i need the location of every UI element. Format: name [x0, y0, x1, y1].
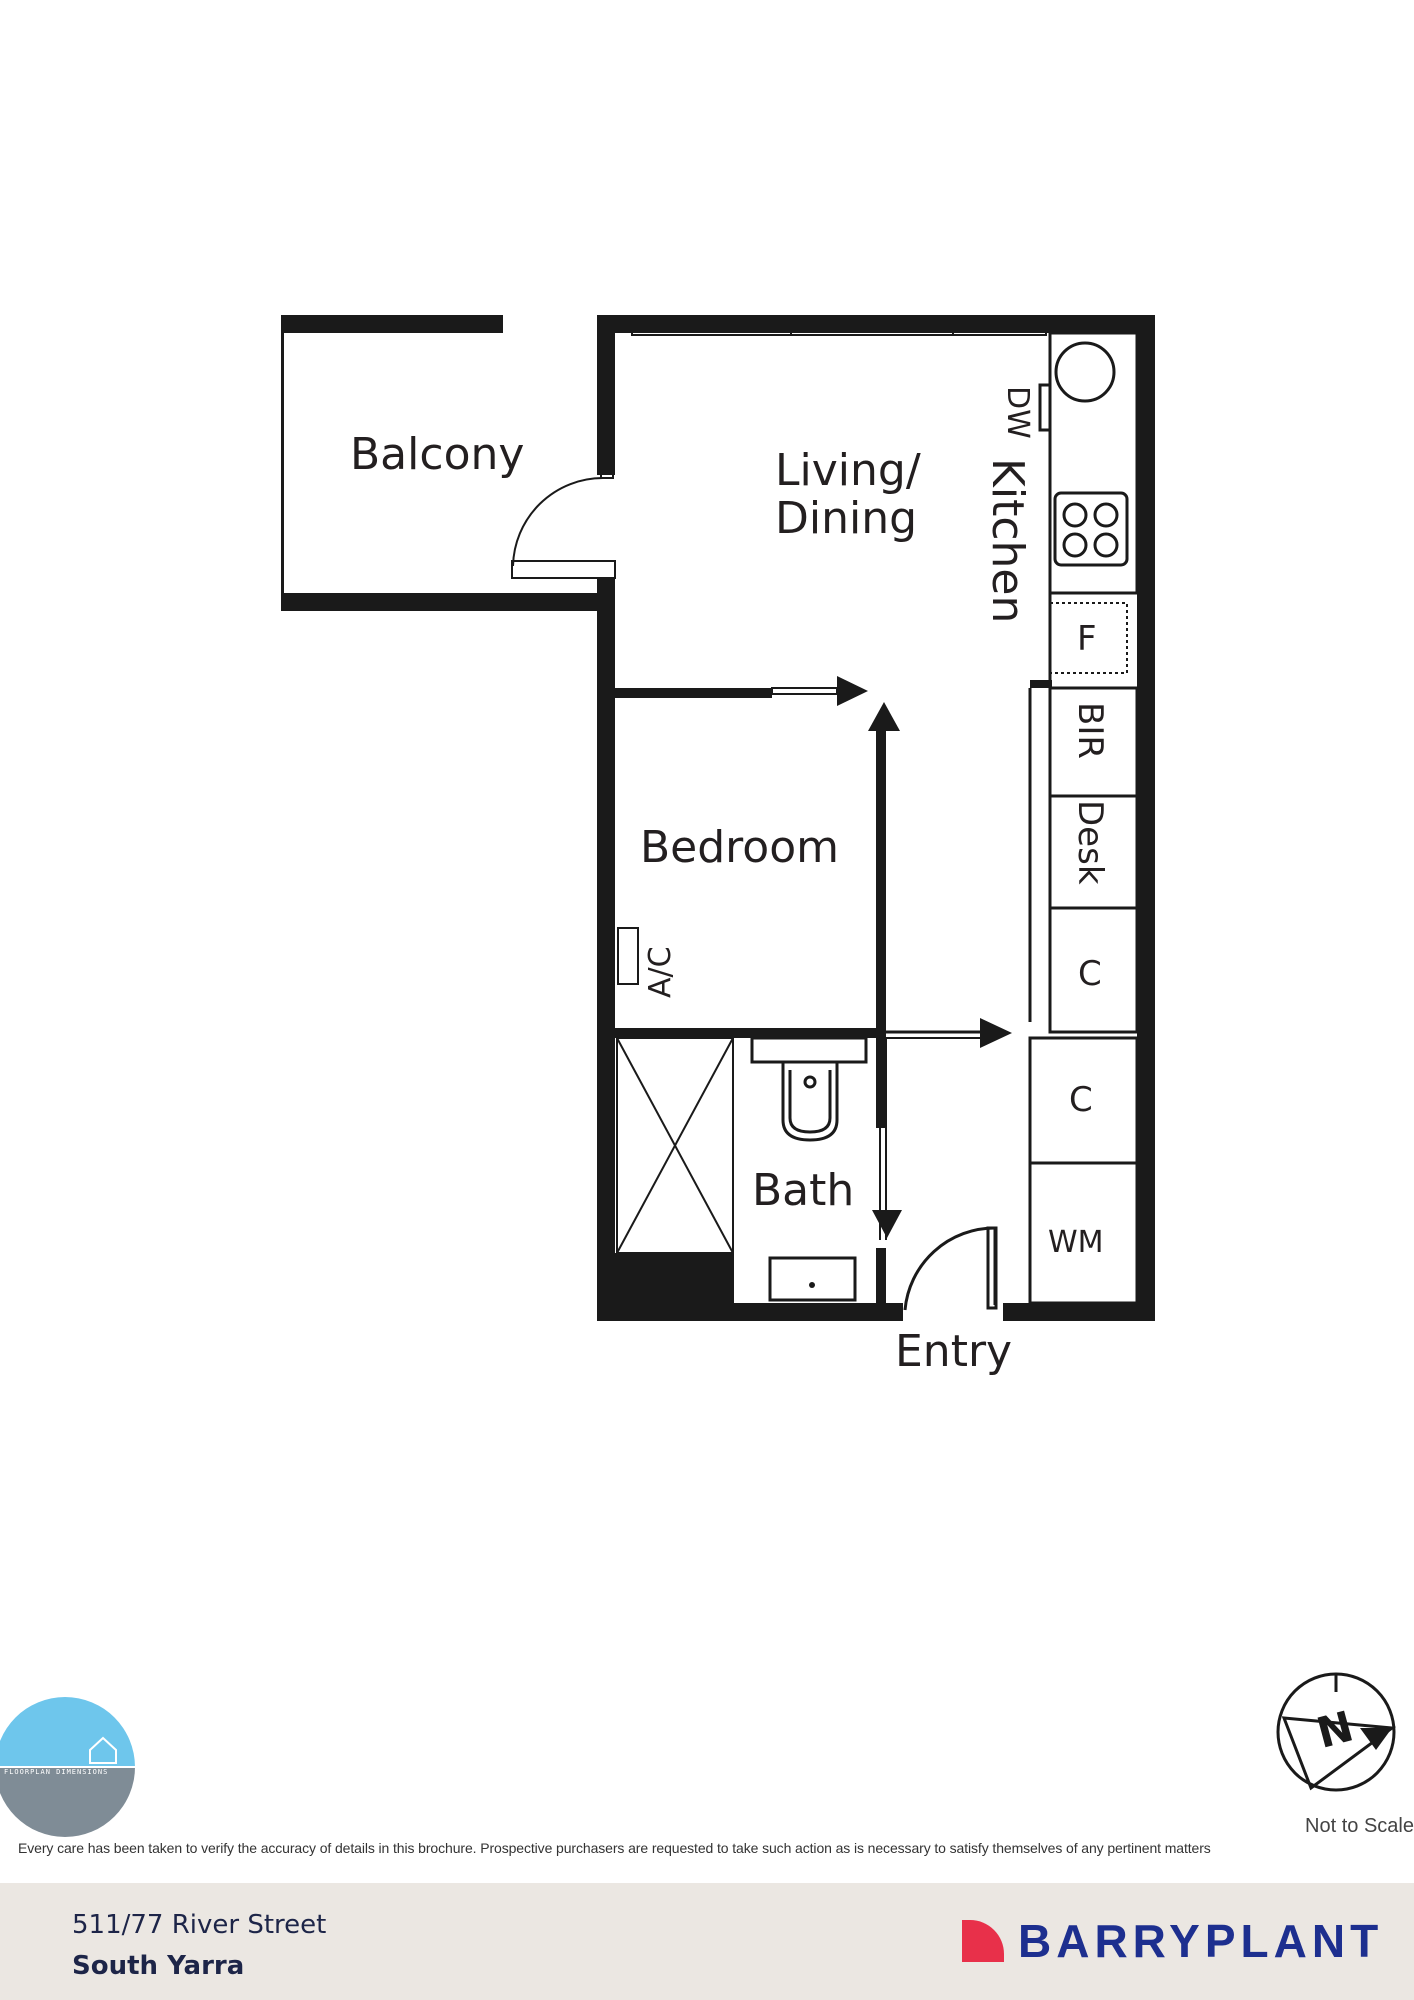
desk-label: Desk — [1070, 800, 1110, 885]
hall-sliding-door — [868, 702, 900, 1240]
kitchen-label: Kitchen — [982, 458, 1033, 623]
cupboard-label-2: C — [1069, 1080, 1093, 1120]
ac-unit — [617, 927, 639, 985]
bath-label: Bath — [752, 1165, 854, 1216]
compass-letter: N — [1312, 1701, 1359, 1757]
entry-sliding-door — [886, 1018, 1012, 1048]
cupboards — [1028, 591, 1139, 1305]
toilet — [750, 1036, 868, 1142]
shower — [616, 1037, 734, 1303]
floorplan: Balcony Living/ Dining Bedroom Bath Entr… — [281, 315, 1155, 1377]
balcony-label: Balcony — [350, 429, 524, 480]
bedroom-sliding-door — [771, 676, 868, 706]
fridge-label: F — [1077, 619, 1097, 659]
footer-bar: 511/77 River Street South Yarra BARRYPLA… — [0, 1883, 1414, 2000]
walls — [281, 315, 1155, 1321]
cupboard-label-1: C — [1078, 954, 1102, 994]
address-line-1: 511/77 River Street — [72, 1910, 327, 1940]
not-to-scale-note: Not to Scale — [1305, 1815, 1414, 1837]
brand-mark-icon — [962, 1920, 1004, 1962]
entry-door — [903, 1226, 998, 1311]
washing-machine-label: WM — [1048, 1225, 1104, 1260]
vanity — [768, 1256, 857, 1302]
floorplan-dimensions-logo: FLOORPLAN DIMENSIONS — [0, 1697, 135, 1837]
kitchen-bench — [1038, 331, 1139, 595]
logo-text: FLOORPLAN DIMENSIONS — [4, 1768, 108, 1776]
ac-label: A/C — [643, 946, 678, 998]
living-label-line2: Dining — [775, 493, 917, 544]
address-line-2: South Yarra — [72, 1951, 245, 1981]
windows — [631, 322, 1047, 336]
bir-label: BIR — [1070, 702, 1110, 759]
brand-logo: BARRYPLANT — [962, 1913, 1383, 1969]
disclaimer-text: Every care has been taken to verify the … — [18, 1840, 1211, 1856]
entry-label: Entry — [895, 1326, 1012, 1377]
balcony-door — [511, 409, 616, 579]
bath-sliding-door — [872, 1038, 902, 1240]
vanity-drain — [809, 1282, 815, 1288]
dishwasher-label: DW — [1000, 386, 1035, 439]
bedroom-label: Bedroom — [640, 822, 839, 873]
living-label-line1: Living/ — [775, 445, 921, 496]
brand-name: BARRYPLANT — [1018, 1915, 1384, 1967]
north-compass: N — [1276, 1672, 1397, 1792]
